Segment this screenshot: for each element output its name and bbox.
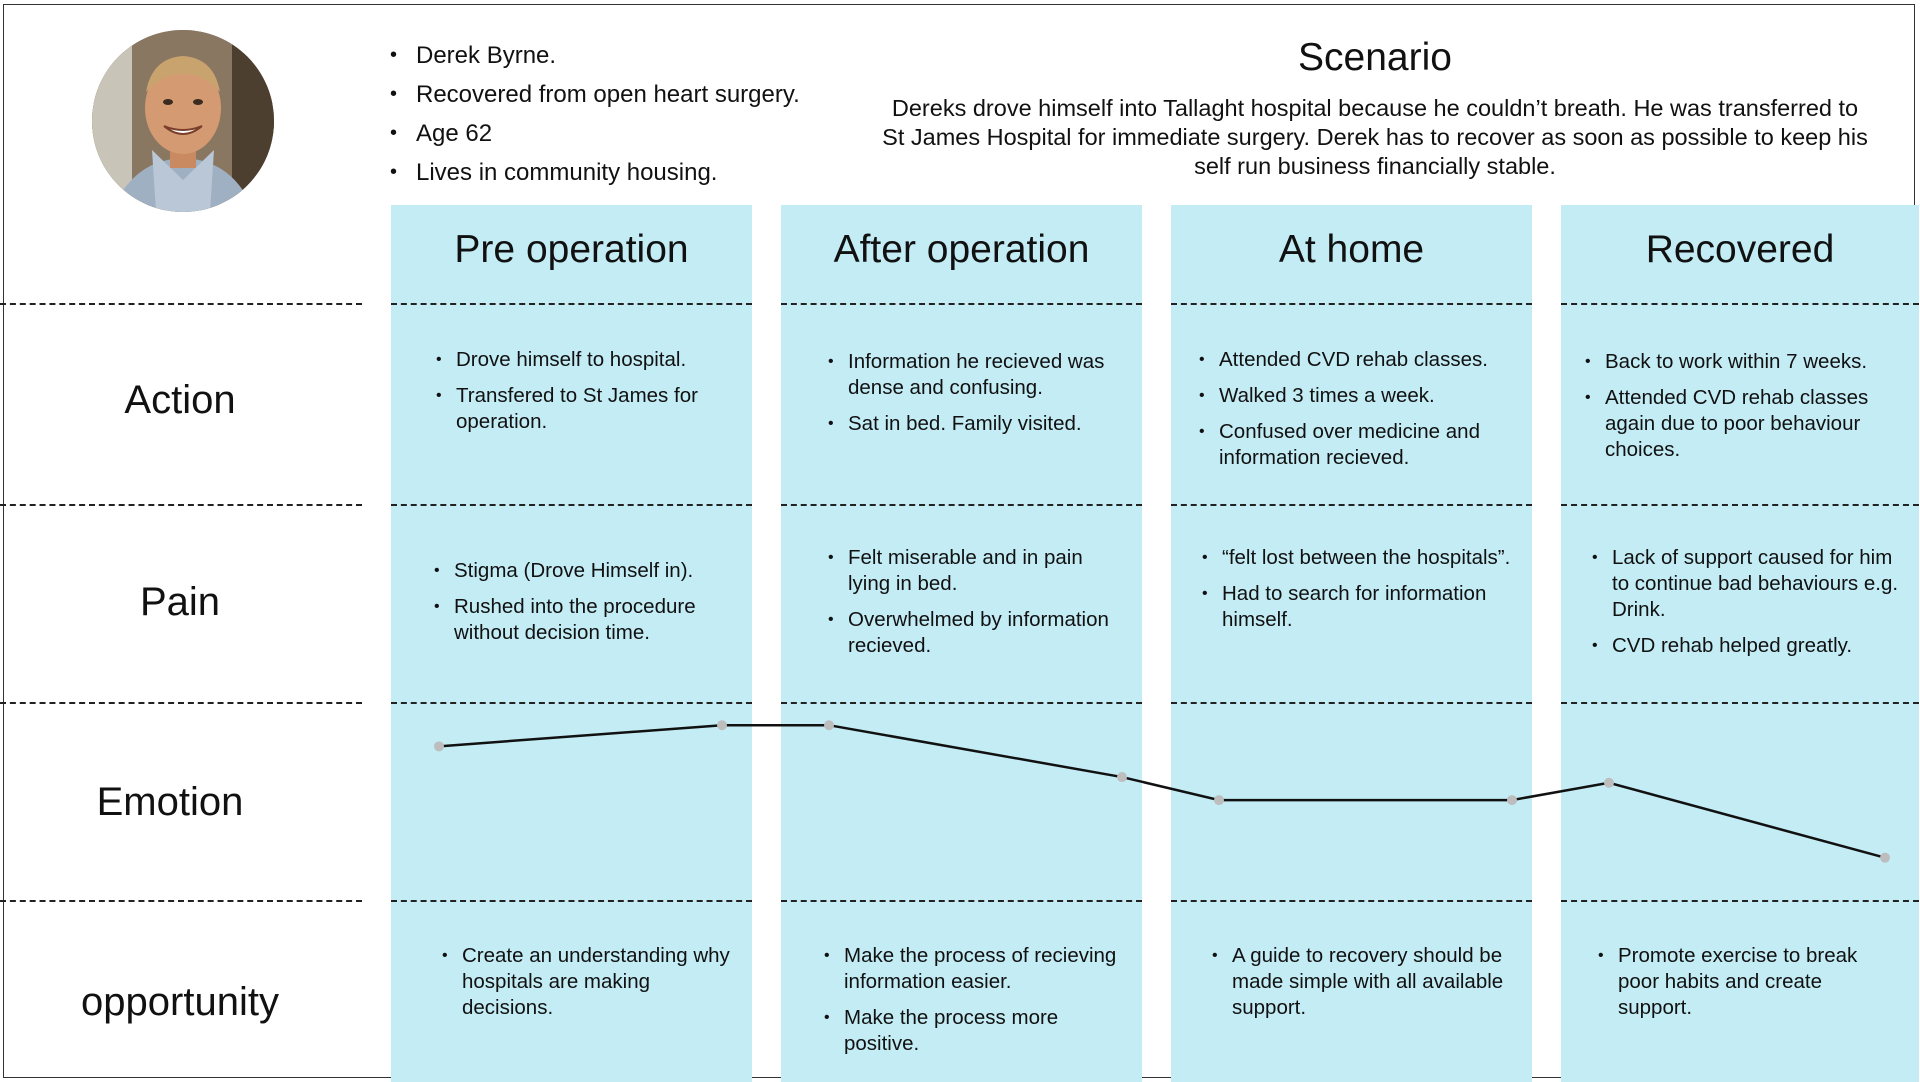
divider: [781, 303, 1142, 305]
persona-age: Age 62: [390, 114, 800, 153]
opportunity-list-after-operation: Make the process of recieving informatio…: [822, 943, 1132, 1067]
divider: [391, 702, 752, 704]
persona-details: Derek Byrne. Recovered from open heart s…: [390, 36, 800, 192]
action-list-after-operation: Information he recieved was dense and co…: [826, 349, 1126, 447]
scenario-title: Scenario: [1298, 36, 1452, 79]
list-item: Attended CVD rehab classes.: [1197, 347, 1517, 373]
list-item: Make the process of recieving informatio…: [822, 943, 1132, 995]
persona-avatar: [92, 30, 274, 212]
row-label-emotion: Emotion: [96, 780, 244, 824]
divider: [1561, 504, 1919, 506]
pain-list-at-home: “felt lost between the hospitals”. Had t…: [1200, 545, 1520, 643]
row-label-pain: Pain: [139, 580, 221, 624]
list-item: “felt lost between the hospitals”.: [1200, 545, 1520, 571]
persona-name: Derek Byrne.: [390, 36, 800, 75]
list-item: Stigma (Drove Himself in).: [432, 558, 732, 584]
list-item: Had to search for information himself.: [1200, 581, 1520, 633]
person-photo-icon: [92, 30, 274, 212]
list-item: Lack of support caused for him to contin…: [1590, 545, 1900, 623]
divider: [1171, 900, 1532, 902]
scenario-text: Dereks drove himself into Tallaght hospi…: [882, 95, 1868, 179]
divider: [391, 900, 752, 902]
divider: [1561, 900, 1919, 902]
stage-title-recovered: Recovered: [1645, 228, 1835, 271]
list-item: Information he recieved was dense and co…: [826, 349, 1126, 401]
list-item: Drove himself to hospital.: [434, 347, 734, 373]
list-item: Back to work within 7 weeks.: [1583, 349, 1903, 375]
divider: [391, 303, 752, 305]
divider: [781, 504, 1142, 506]
list-item: Felt miserable and in pain lying in bed.: [826, 545, 1126, 597]
pain-list-after-operation: Felt miserable and in pain lying in bed.…: [826, 545, 1126, 669]
action-list-recovered: Back to work within 7 weeks. Attended CV…: [1583, 349, 1903, 473]
row-label-action: Action: [124, 378, 236, 422]
divider: [0, 504, 362, 506]
list-item: Confused over medicine and information r…: [1197, 419, 1517, 471]
list-item: CVD rehab helped greatly.: [1590, 633, 1900, 659]
persona-condition: Recovered from open heart surgery.: [390, 75, 800, 114]
action-list-at-home: Attended CVD rehab classes. Walked 3 tim…: [1197, 347, 1517, 481]
list-item: A guide to recovery should be made simpl…: [1210, 943, 1510, 1021]
divider: [1561, 303, 1919, 305]
pain-list-recovered: Lack of support caused for him to contin…: [1590, 545, 1900, 669]
stage-title-after-operation: After operation: [833, 228, 1090, 271]
action-list-pre-operation: Drove himself to hospital. Transfered to…: [434, 347, 734, 445]
opportunity-list-recovered: Promote exercise to break poor habits an…: [1596, 943, 1896, 1031]
list-item: Create an understanding why hospitals ar…: [440, 943, 740, 1021]
divider: [781, 900, 1142, 902]
list-item: Attended CVD rehab classes again due to …: [1583, 385, 1903, 463]
divider: [0, 702, 362, 704]
divider: [1171, 504, 1532, 506]
opportunity-list-at-home: A guide to recovery should be made simpl…: [1210, 943, 1510, 1031]
divider: [781, 702, 1142, 704]
list-item: Walked 3 times a week.: [1197, 383, 1517, 409]
list-item: Transfered to St James for operation.: [434, 383, 734, 435]
divider: [1171, 303, 1532, 305]
row-label-opportunity: opportunity: [81, 980, 279, 1024]
list-item: Rushed into the procedure without decisi…: [432, 594, 732, 646]
list-item: Promote exercise to break poor habits an…: [1596, 943, 1896, 1021]
divider: [1561, 702, 1919, 704]
divider: [391, 504, 752, 506]
stage-title-pre-operation: Pre operation: [454, 228, 689, 271]
list-item: Make the process more positive.: [822, 1005, 1132, 1057]
divider: [1171, 702, 1532, 704]
list-item: Sat in bed. Family visited.: [826, 411, 1126, 437]
opportunity-list-pre-operation: Create an understanding why hospitals ar…: [440, 943, 740, 1031]
divider: [0, 900, 362, 902]
list-item: Overwhelmed by information recieved.: [826, 607, 1126, 659]
pain-list-pre-operation: Stigma (Drove Himself in). Rushed into t…: [432, 558, 732, 656]
persona-housing: Lives in community housing.: [390, 153, 800, 192]
divider: [0, 303, 362, 305]
stage-title-at-home: At home: [1278, 228, 1425, 271]
